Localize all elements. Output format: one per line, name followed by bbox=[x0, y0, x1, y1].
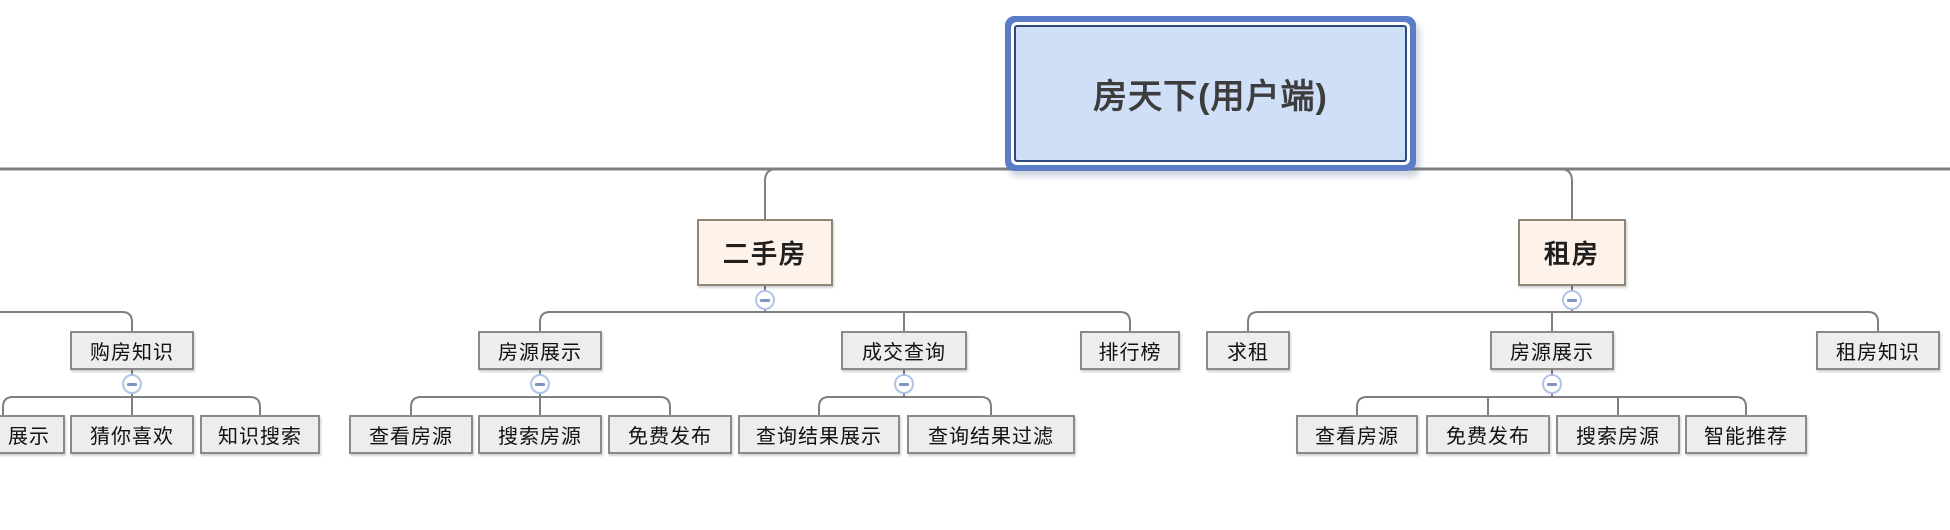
node-free-publish-2[interactable]: 免费发布 bbox=[1426, 415, 1550, 454]
connector-children-listing-1 bbox=[410, 396, 671, 415]
node-buy-knowledge[interactable]: 购房知识 bbox=[70, 331, 194, 370]
node-view-listing-1[interactable]: 查看房源 bbox=[349, 415, 473, 454]
node-second-hand-house[interactable]: 二手房 bbox=[697, 219, 833, 286]
node-deal-query[interactable]: 成交查询 bbox=[841, 331, 967, 370]
node-guess-you-like[interactable]: 猜你喜欢 bbox=[70, 415, 194, 454]
connector-offscreen-left-line bbox=[0, 311, 133, 331]
connector-branch-second-hand-house bbox=[764, 168, 778, 219]
node-ranking[interactable]: 排行榜 bbox=[1080, 331, 1180, 370]
connector-children-renting bbox=[1247, 311, 1879, 331]
collapse-minus-icon-deal-query[interactable] bbox=[894, 374, 914, 394]
node-renting[interactable]: 租房 bbox=[1518, 219, 1626, 286]
node-query-result-filter[interactable]: 查询结果过滤 bbox=[907, 415, 1075, 454]
collapse-minus-icon-listing-display-1[interactable] bbox=[530, 374, 550, 394]
node-search-listing-1[interactable]: 搜索房源 bbox=[478, 415, 602, 454]
node-smart-recommend[interactable]: 智能推荐 bbox=[1685, 415, 1807, 454]
node-root[interactable]: 房天下(用户端) bbox=[1014, 25, 1407, 162]
node-listing-display-1[interactable]: 房源展示 bbox=[478, 331, 602, 370]
node-knowledge-search[interactable]: 知识搜索 bbox=[200, 415, 320, 454]
collapse-minus-icon-listing-display-2[interactable] bbox=[1542, 374, 1562, 394]
connector-children-buy-knowledge bbox=[2, 396, 261, 415]
node-rent-seek[interactable]: 求租 bbox=[1206, 331, 1290, 370]
connector-branch-renting bbox=[1559, 168, 1573, 219]
node-search-listing-2[interactable]: 搜索房源 bbox=[1556, 415, 1680, 454]
collapse-minus-icon-buy-knowledge[interactable] bbox=[122, 374, 142, 394]
node-query-result-display[interactable]: 查询结果展示 bbox=[738, 415, 900, 454]
node-display-partial[interactable]: 展示 bbox=[0, 415, 65, 454]
node-view-listing-2[interactable]: 查看房源 bbox=[1296, 415, 1418, 454]
collapse-minus-icon-renting[interactable] bbox=[1562, 290, 1582, 310]
collapse-minus-icon-second-hand-house[interactable] bbox=[755, 290, 775, 310]
connector-children-second-hand bbox=[539, 311, 1131, 331]
node-listing-display-2[interactable]: 房源展示 bbox=[1490, 331, 1614, 370]
connector-children-listing-2 bbox=[1356, 396, 1747, 415]
node-free-publish-1[interactable]: 免费发布 bbox=[608, 415, 732, 454]
node-rent-knowledge[interactable]: 租房知识 bbox=[1816, 331, 1940, 370]
connector-children-deal-query bbox=[818, 396, 992, 415]
